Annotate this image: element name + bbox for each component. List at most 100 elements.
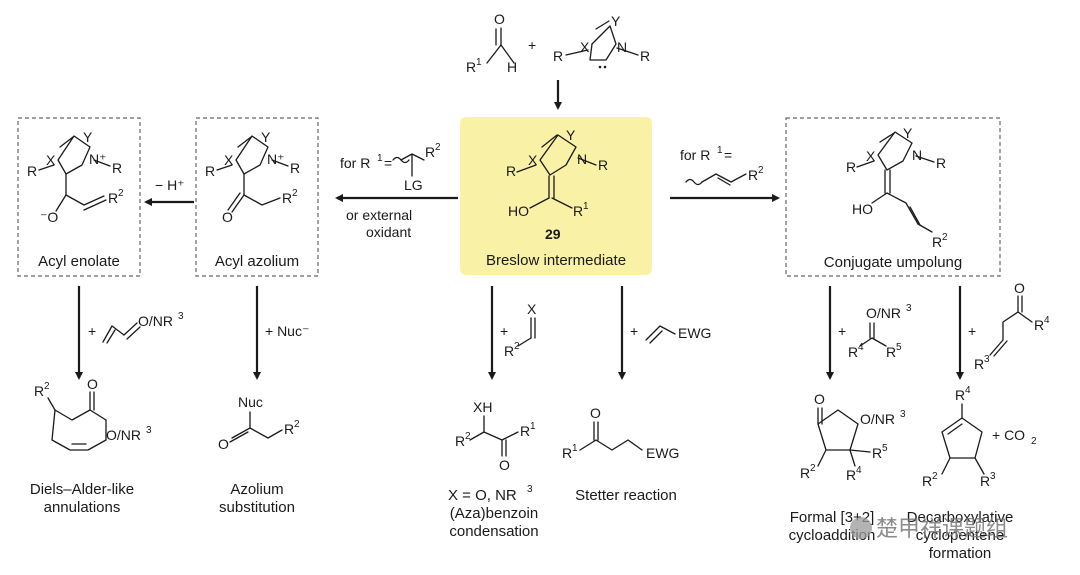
svg-text:O/NR: O/NR	[106, 427, 141, 443]
svg-text:or external: or external	[346, 207, 412, 223]
svg-text:condensation: condensation	[449, 523, 538, 540]
svg-text:2: 2	[294, 419, 300, 430]
nhc-x: X	[580, 39, 590, 55]
svg-text:R: R	[504, 343, 514, 359]
minus-proton: − H⁺	[155, 177, 185, 193]
breslow-highlight	[460, 117, 652, 275]
acyl-enolate: X Y N⁺ R R ⁻O R 2 Acyl enolate	[27, 129, 124, 270]
svg-text:R: R	[573, 203, 583, 219]
product-cp: R 4 R 2 R 3 + CO 2 Decarboxylative cyclo…	[907, 385, 1037, 562]
svg-text:2: 2	[514, 341, 520, 352]
left-condition: for R 1 = R 2 LG or external oxidant	[340, 142, 441, 240]
aldehyde-oxygen: O	[494, 11, 505, 27]
svg-text:1: 1	[717, 145, 723, 156]
svg-text:R: R	[205, 163, 215, 179]
svg-text:3: 3	[990, 471, 996, 482]
svg-text:O: O	[222, 209, 233, 225]
svg-text:R: R	[520, 423, 530, 439]
watermark: 楚甲祥课题组	[850, 516, 1008, 541]
svg-text:+: +	[838, 323, 846, 339]
svg-text:R: R	[282, 190, 292, 206]
svg-text:Y: Y	[83, 129, 93, 145]
st-title: Stetter reaction	[575, 487, 677, 504]
svg-text:annulations: annulations	[44, 499, 121, 516]
svg-text:R: R	[848, 344, 858, 360]
svg-text:R: R	[455, 433, 465, 449]
svg-text:R: R	[640, 48, 650, 64]
svg-text:R: R	[562, 445, 572, 461]
nhc-y: Y	[611, 13, 621, 29]
svg-text:R: R	[922, 473, 932, 489]
svg-text:R: R	[800, 465, 810, 481]
svg-text:=: =	[384, 155, 392, 171]
svg-text:X: X	[527, 301, 537, 317]
svg-text:+: +	[88, 323, 96, 339]
svg-text:4: 4	[856, 465, 862, 476]
svg-text:for R: for R	[680, 147, 710, 163]
bz-title: X = O, NR	[448, 487, 517, 504]
svg-text:2: 2	[465, 431, 471, 442]
svg-text:3: 3	[900, 409, 906, 420]
da-reagent: + O/NR 3	[88, 311, 184, 344]
svg-text:R: R	[108, 190, 118, 206]
svg-text:EWG: EWG	[678, 325, 711, 341]
svg-text:2: 2	[1031, 436, 1037, 447]
svg-text:R: R	[598, 157, 608, 173]
svg-text:R: R	[27, 163, 37, 179]
svg-text:N⁺: N⁺	[89, 151, 107, 167]
svg-text:Y: Y	[261, 129, 271, 145]
svg-text:1: 1	[583, 201, 589, 212]
svg-text:R: R	[936, 155, 946, 171]
aldehyde-h: H	[507, 59, 517, 75]
svg-text:1: 1	[572, 443, 578, 454]
svg-text:substitution: substitution	[219, 499, 295, 516]
svg-text:O/NR: O/NR	[866, 305, 901, 321]
svg-text:LG: LG	[404, 177, 423, 193]
svg-text:2: 2	[118, 188, 124, 199]
plus-sign: +	[528, 37, 536, 53]
svg-text:X: X	[224, 152, 234, 168]
svg-text:O: O	[218, 436, 229, 452]
svg-text:3: 3	[527, 484, 533, 495]
svg-text:R: R	[425, 144, 435, 160]
svg-text:+ CO: + CO	[992, 427, 1025, 443]
svg-text:X: X	[528, 152, 538, 168]
svg-text:4: 4	[858, 342, 864, 353]
product-bz: XH R 2 R 1 O X = O, NR 3 (Aza)benzoin co…	[448, 399, 539, 540]
svg-text:2: 2	[758, 165, 764, 176]
product-da: O R 2 O/NR 3 Diels–Alder-like annulation…	[30, 376, 152, 516]
svg-text:R: R	[932, 234, 942, 250]
svg-text:X: X	[46, 152, 56, 168]
reactants: O R 1 H + X Y N R R	[466, 11, 650, 75]
svg-text:O: O	[1014, 280, 1025, 296]
svg-text:R: R	[506, 163, 516, 179]
svg-text:HO: HO	[852, 201, 873, 217]
svg-text:1: 1	[476, 57, 482, 68]
product-st: O R 1 EWG Stetter reaction	[562, 405, 679, 504]
svg-text:2: 2	[932, 471, 938, 482]
svg-text:Y: Y	[903, 125, 913, 141]
watermark-text: 楚甲祥课题组	[876, 516, 1008, 541]
svg-text:R: R	[112, 160, 122, 176]
svg-text:oxidant: oxidant	[366, 224, 411, 240]
svg-text:⁻O: ⁻O	[40, 209, 58, 225]
svg-text:N: N	[912, 147, 922, 163]
breslow-hydroxyl: HO	[508, 203, 529, 219]
svg-text:O: O	[814, 391, 825, 407]
svg-text:R: R	[886, 344, 896, 360]
svg-text:X: X	[866, 148, 876, 164]
svg-text:R: R	[974, 356, 984, 372]
svg-text:2: 2	[810, 463, 816, 474]
cp-reagent: + O R 4 R 3	[968, 280, 1050, 372]
svg-text:+: +	[500, 323, 508, 339]
da-title: Diels–Alder-like	[30, 481, 134, 498]
svg-text:3: 3	[906, 303, 912, 314]
svg-text:O: O	[499, 457, 510, 473]
az-title: Azolium	[230, 481, 283, 498]
svg-text:3: 3	[178, 311, 184, 322]
bz-reagent: + X R 2	[500, 301, 537, 359]
svg-text:R: R	[553, 48, 563, 64]
svg-text:R: R	[290, 160, 300, 176]
breslow-intermediate: X Y N R R HO R 1 29 Breslow intermediate	[460, 117, 652, 275]
svg-text:N⁺: N⁺	[267, 151, 285, 167]
